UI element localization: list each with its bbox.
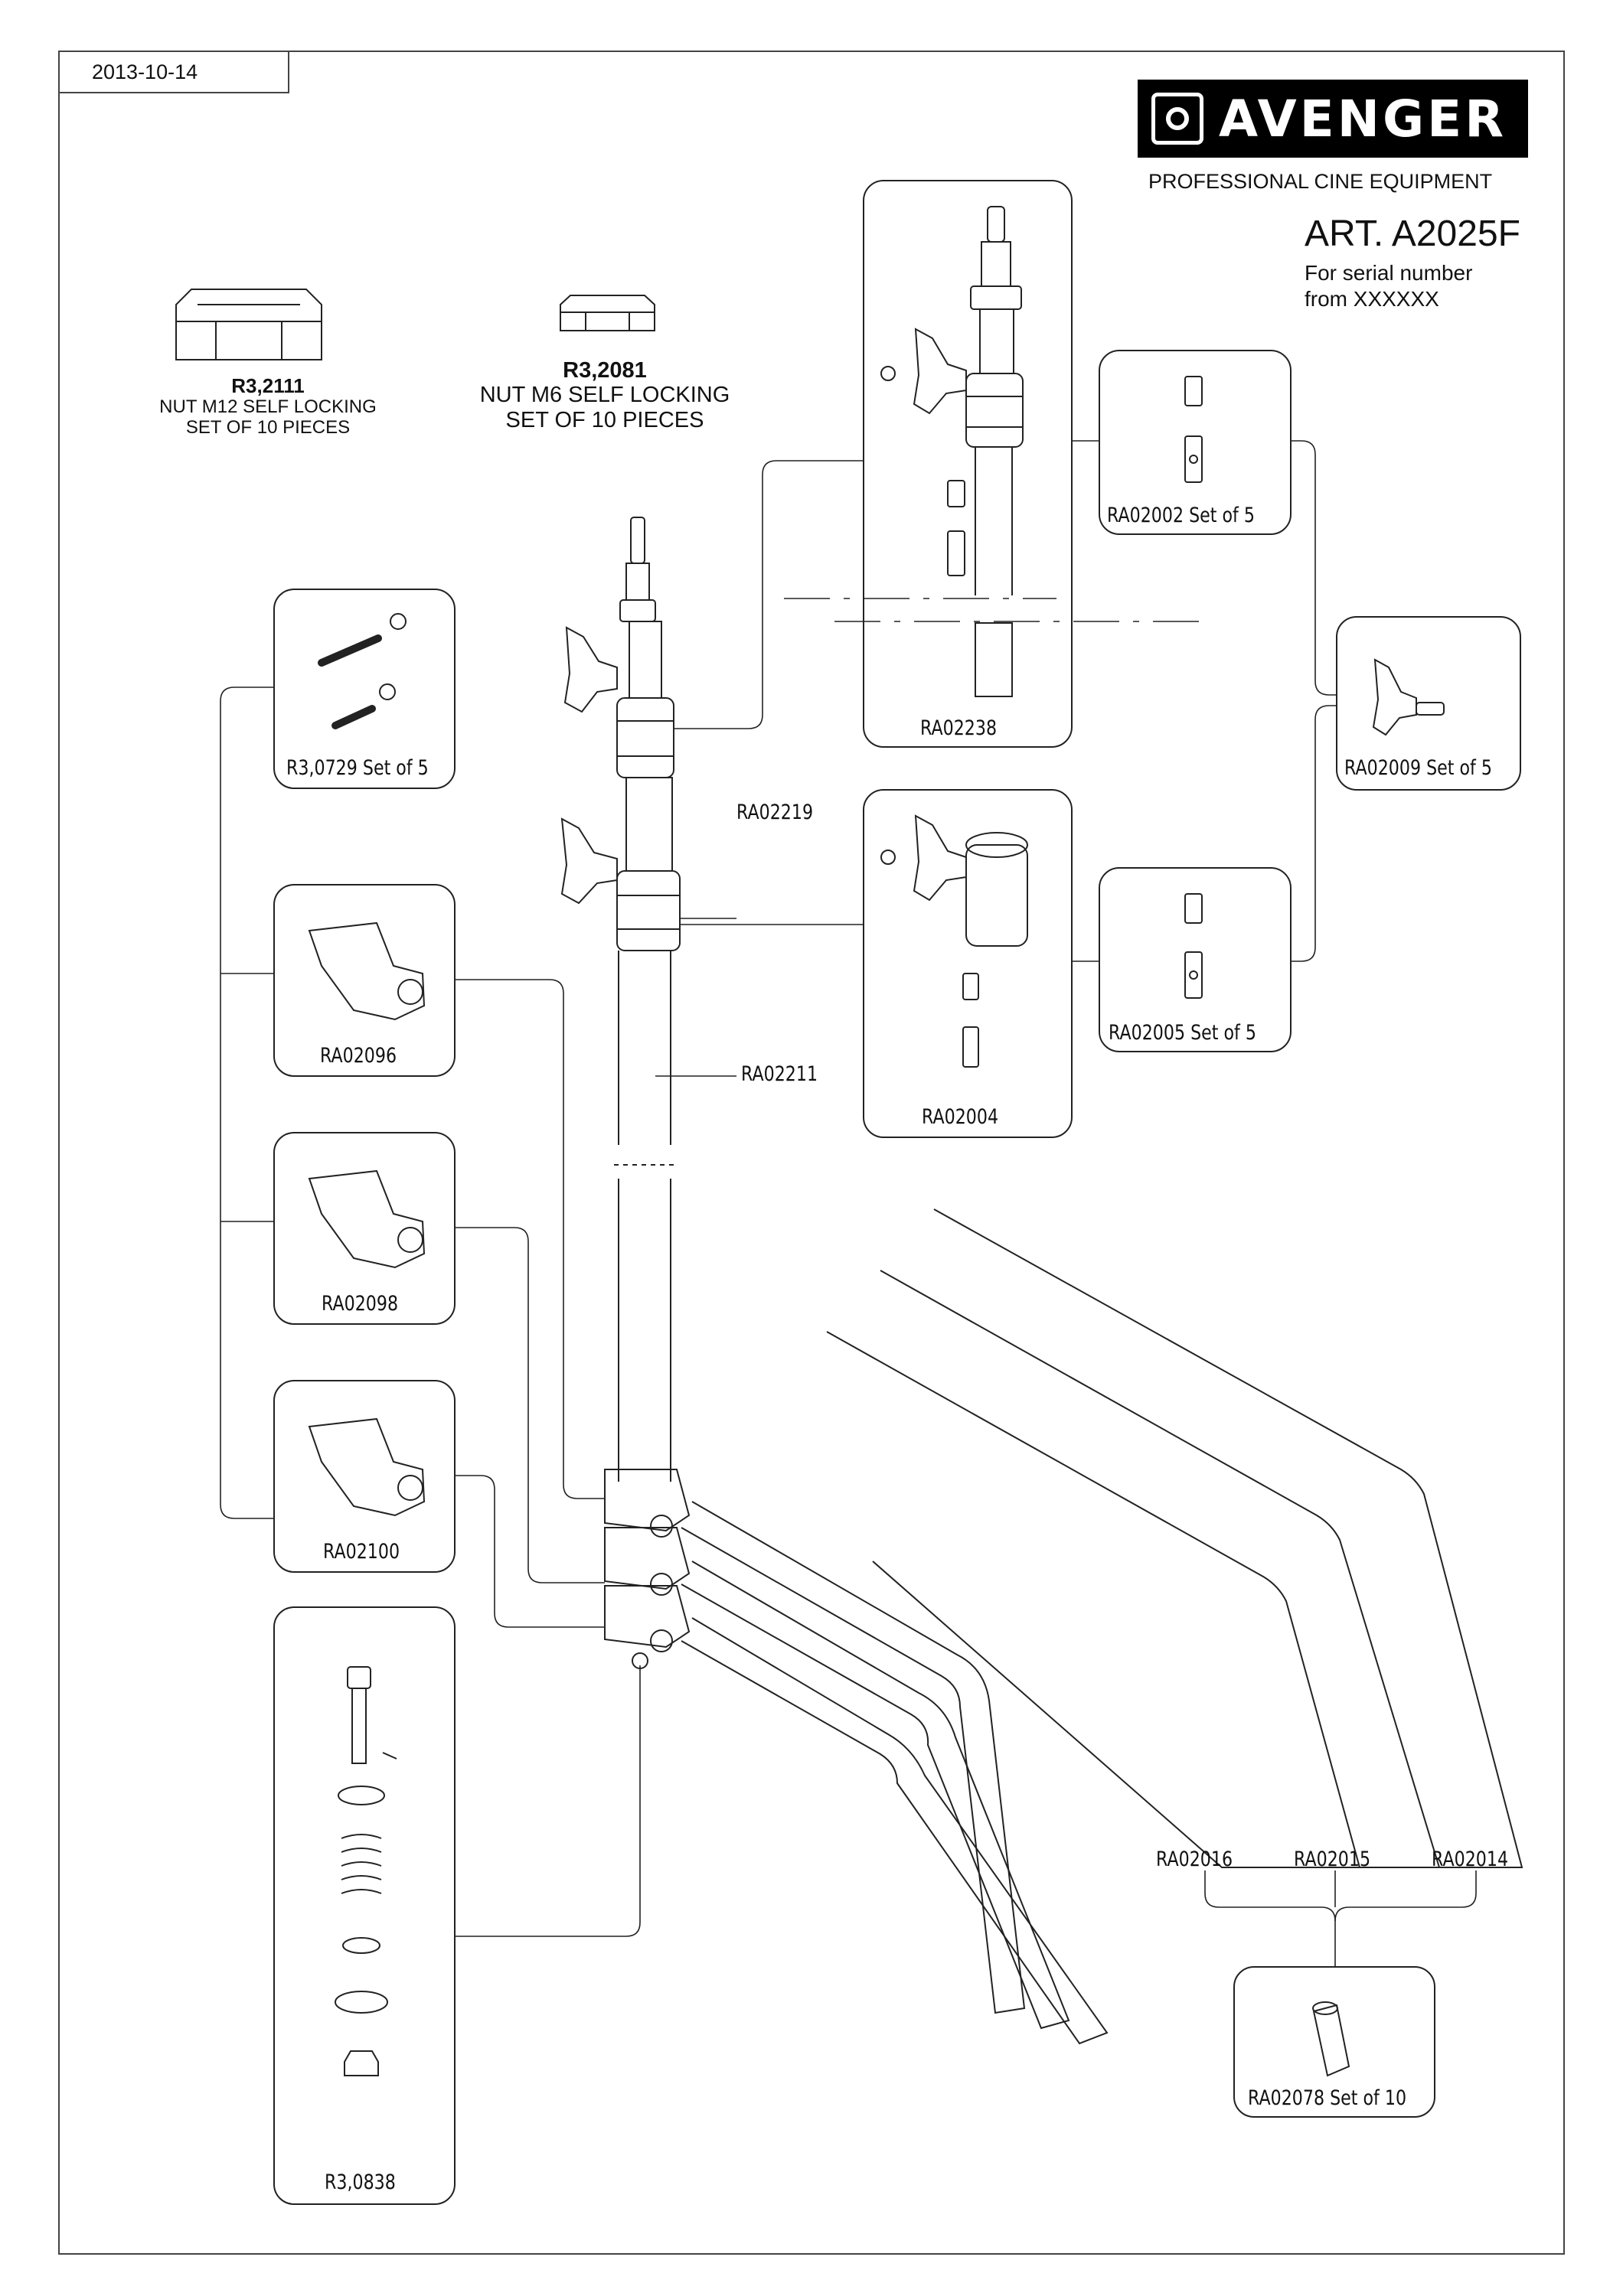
label-ra02005: RA02005 Set of 5	[1109, 1021, 1256, 1045]
label-ra02015: RA02015	[1294, 1848, 1371, 1871]
box-ra02100	[273, 1380, 456, 1573]
brand-name: AVENGER	[1219, 89, 1507, 148]
serial-note-line1: For serial number	[1305, 261, 1473, 285]
ra02078-drawing	[1312, 2001, 1350, 2077]
box-ra02238	[863, 180, 1073, 748]
nut-m12-code: R3,2111	[231, 374, 305, 397]
nut-m12-set: SET OF 10 PIECES	[185, 416, 351, 438]
label-ra02096: RA02096	[320, 1044, 397, 1068]
box-r30729	[273, 589, 456, 789]
label-ra02002: RA02002 Set of 5	[1107, 504, 1255, 527]
box-ra02004	[863, 789, 1073, 1138]
ra02002-drawing	[1184, 376, 1203, 483]
ra02005-drawing	[1184, 893, 1203, 999]
label-ra02004: RA02004	[922, 1105, 999, 1129]
clamp-drawings	[308, 921, 426, 1517]
label-ra02211: RA02211	[741, 1062, 818, 1086]
serial-note: For serial number from XXXXXX	[1305, 260, 1472, 312]
drawing-frame	[58, 51, 1565, 2255]
wing-knob-icon	[913, 814, 967, 902]
nut-m12-drawing	[175, 289, 322, 360]
ra02004-drawing	[880, 814, 1028, 1068]
label-r30838: R3,0838	[325, 2170, 396, 2194]
serial-note-line2: from XXXXXX	[1305, 287, 1439, 311]
box-r30838	[273, 1606, 456, 2205]
box-ra02078	[1233, 1966, 1435, 2118]
nut-m6-set: SET OF 10 PIECES	[505, 407, 704, 432]
label-ra02078: RA02078 Set of 10	[1248, 2086, 1407, 2110]
ra02009-drawing	[1372, 658, 1445, 736]
wing-knob-icon	[913, 328, 967, 415]
box-ra02005	[1099, 867, 1292, 1052]
label-ra02238: RA02238	[920, 716, 998, 740]
label-ra02016: RA02016	[1156, 1848, 1233, 1871]
nut-m6-desc: NUT M6 SELF LOCKING	[479, 383, 730, 408]
box-ra02002	[1099, 350, 1292, 535]
leader-lines	[220, 440, 1477, 1967]
brand-mark-icon	[1151, 93, 1203, 145]
nut-m12-caption: R3,2111 NUT M12 SELF LOCKING SET OF 10 P…	[115, 374, 421, 439]
nut-m6-caption: R3,2081 NUT M6 SELF LOCKING SET OF 10 PI…	[452, 358, 758, 432]
wing-knob-upper-icon	[563, 626, 618, 713]
base-cluster	[604, 1469, 691, 1669]
legs	[681, 1208, 1523, 2045]
box-ra02098	[273, 1132, 456, 1325]
brand-tagline: PROFESSIONAL CINE EQUIPMENT	[1148, 170, 1493, 193]
label-ra02014: RA02014	[1432, 1848, 1509, 1871]
nut-m6-drawing	[560, 295, 655, 331]
nut-m12-desc: NUT M12 SELF LOCKING	[159, 396, 377, 418]
date-box: 2013-10-14	[58, 51, 289, 93]
brand-logo: AVENGER	[1138, 80, 1528, 158]
label-r30729: R3,0729 Set of 5	[286, 756, 429, 780]
article-number: ART. A2025F	[1305, 214, 1520, 254]
label-ra02098: RA02098	[322, 1292, 399, 1316]
box-ra02009	[1336, 616, 1521, 791]
label-ra02219: RA02219	[736, 801, 814, 824]
r30838-drawing	[335, 1666, 397, 2076]
label-ra02100: RA02100	[323, 1540, 400, 1564]
wing-knob-lower-icon	[560, 817, 618, 905]
ra02238-drawing	[880, 206, 1024, 697]
r30729-drawing	[318, 613, 407, 729]
box-ra02096	[273, 884, 456, 1077]
nut-m6-code: R3,2081	[563, 358, 647, 383]
label-ra02009: RA02009 Set of 5	[1344, 756, 1492, 780]
stand-column	[560, 517, 681, 1482]
